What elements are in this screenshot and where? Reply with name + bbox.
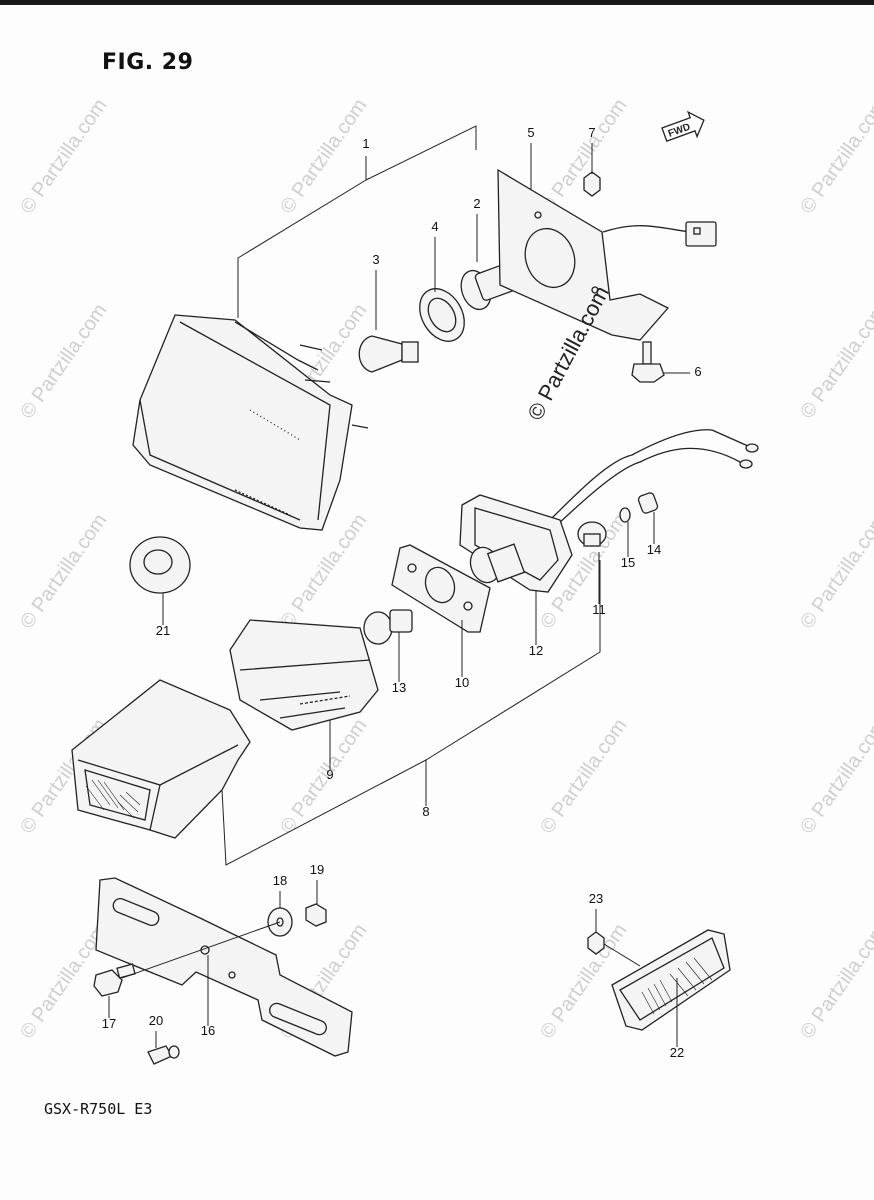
callout-22: 22	[670, 1045, 684, 1060]
callout-14: 14	[647, 542, 661, 557]
part-grommet-small	[577, 521, 607, 547]
figure-title: FIG. 29	[102, 50, 194, 75]
callout-4: 4	[431, 219, 438, 234]
callout-20: 20	[149, 1013, 163, 1028]
callout-19: 19	[310, 862, 324, 877]
callout-7: 7	[588, 125, 595, 140]
leader-line	[221, 759, 427, 866]
leader-line	[365, 125, 477, 181]
watermark-text: © Partzilla.com	[796, 95, 874, 218]
watermark-text: © Partzilla.com	[276, 510, 371, 633]
callout-2: 2	[473, 196, 480, 211]
callout-12: 12	[529, 643, 543, 658]
callout-1: 1	[362, 136, 369, 151]
part-plate-gasket	[391, 544, 491, 633]
part-bolt-plate	[93, 963, 136, 997]
part-license-bulb	[363, 609, 413, 645]
part-gasket	[419, 288, 465, 342]
part-wire-harness	[549, 429, 759, 527]
watermark-text: © Partzilla.com	[16, 300, 111, 423]
watermark-text: © Partzilla.com	[536, 715, 631, 838]
part-bolt-bracket	[631, 341, 665, 383]
fwd-arrow-icon: FWD	[661, 110, 705, 142]
leader-line	[425, 560, 601, 761]
part-washer-small	[619, 507, 631, 523]
part-nut-plate	[305, 903, 327, 927]
reflector-hatch-icon	[85, 779, 141, 819]
part-main-lamp	[132, 314, 369, 531]
leader-line	[121, 921, 281, 979]
watermark-text: © Partzilla.com	[796, 920, 874, 1043]
part-socket-holder	[459, 494, 573, 593]
watermark-text: © Partzilla.com	[276, 715, 371, 838]
part-grommet-large	[129, 536, 191, 594]
part-reflector	[611, 929, 731, 1031]
watermark-text: © Partzilla.com	[16, 510, 111, 633]
watermark-text: © Partzilla.com	[536, 95, 631, 218]
watermark-text: © Partzilla.com	[796, 715, 874, 838]
callout-21: 21	[156, 623, 170, 638]
part-lens	[229, 619, 379, 731]
watermark-text: © Partzilla.com	[796, 510, 874, 633]
callout-11: 11	[592, 602, 606, 617]
callout-13: 13	[392, 680, 406, 695]
part-license-lamp-assy	[71, 679, 251, 839]
callout-15: 15	[621, 555, 635, 570]
model-label: GSX-R750L E3	[44, 1100, 153, 1118]
callout-8: 8	[422, 804, 429, 819]
callout-10: 10	[455, 675, 469, 690]
leader-line	[603, 943, 641, 967]
leader-line	[237, 156, 367, 318]
callout-16: 16	[201, 1023, 215, 1038]
part-spacer	[637, 492, 659, 514]
part-bracket	[497, 168, 717, 341]
callout-6: 6	[694, 364, 701, 379]
part-main-bulb	[358, 335, 419, 373]
callout-3: 3	[372, 252, 379, 267]
part-nut-bracket	[583, 171, 601, 197]
callout-18: 18	[273, 873, 287, 888]
watermark-text: © Partzilla.com	[16, 95, 111, 218]
callout-17: 17	[102, 1016, 116, 1031]
top-border	[0, 0, 874, 5]
callout-5: 5	[527, 125, 534, 140]
callout-23: 23	[589, 891, 603, 906]
part-bulb-small	[147, 1045, 180, 1065]
callout-9: 9	[326, 767, 333, 782]
watermark-text: © Partzilla.com	[796, 300, 874, 423]
leader-lines	[108, 125, 690, 1048]
watermark-text: © Partzilla.com	[276, 95, 371, 218]
reflector-hatch-icon	[641, 957, 713, 1015]
part-plate-bracket	[95, 877, 353, 1057]
